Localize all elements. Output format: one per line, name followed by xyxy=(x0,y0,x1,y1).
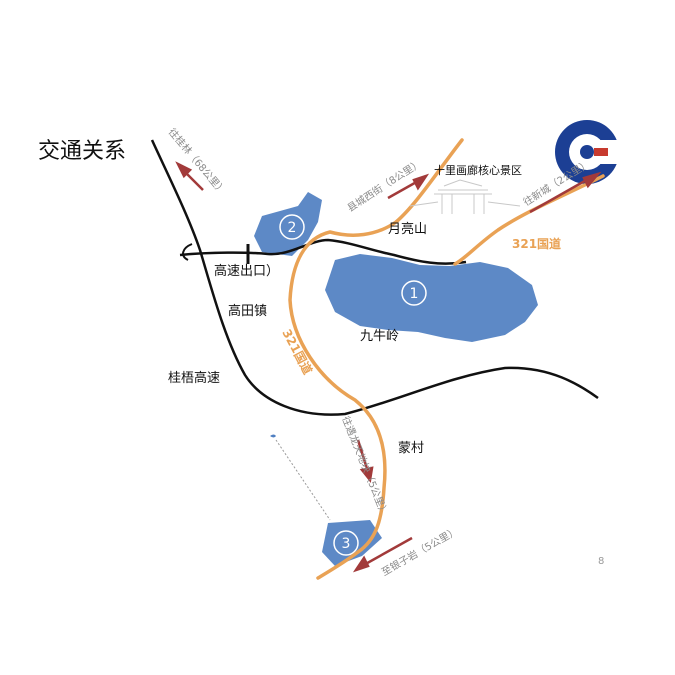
svg-text:1: 1 xyxy=(410,286,419,302)
company-logo-icon xyxy=(555,120,621,184)
label-dir-yinziyan: 至银子岩（5公里） xyxy=(379,524,460,578)
area-2-shape xyxy=(254,192,322,256)
page-number: 8 xyxy=(598,556,604,567)
label-dir-guilin: 往桂林（68公里） xyxy=(166,126,229,198)
area-3-shape xyxy=(322,520,382,566)
trail-line xyxy=(275,439,331,521)
road-exit-curve xyxy=(182,243,193,261)
arrow-xindong xyxy=(529,171,602,214)
map-title: 交通关系 xyxy=(38,139,126,164)
area-1-marker: 1 xyxy=(401,280,427,306)
area-1-shape xyxy=(325,254,538,342)
label-national-321-east: 321国道 xyxy=(512,236,561,251)
svg-text:3: 3 xyxy=(342,536,351,552)
national-road-321 xyxy=(288,138,605,580)
label-gaotian-zhen: 高田镇 xyxy=(228,303,267,319)
road-town xyxy=(179,238,467,265)
small-lake xyxy=(270,434,276,438)
arrow-guilin xyxy=(175,161,204,191)
label-meng-cun: 蒙村 xyxy=(398,441,424,456)
scenic-gate-icon xyxy=(409,179,521,214)
arrow-jinbao xyxy=(356,439,374,483)
label-jiuniu-ling: 九牛岭 xyxy=(360,329,399,344)
road-guiwu-expressway xyxy=(150,139,599,416)
arrow-xiancheng xyxy=(387,173,430,200)
label-guiwu-gaosu: 桂梧高速 xyxy=(168,370,220,386)
area-3-marker: 3 xyxy=(333,530,359,556)
label-gaosu-chukou: 高速出口） xyxy=(214,263,279,279)
svg-text:2: 2 xyxy=(288,220,297,236)
arrow-yinziyan xyxy=(352,536,413,573)
area-2-marker: 2 xyxy=(279,214,305,240)
label-yueliang-shan: 月亮山 xyxy=(388,221,427,237)
label-shili-jingqu: 十里画廊核心景区 xyxy=(434,163,522,177)
